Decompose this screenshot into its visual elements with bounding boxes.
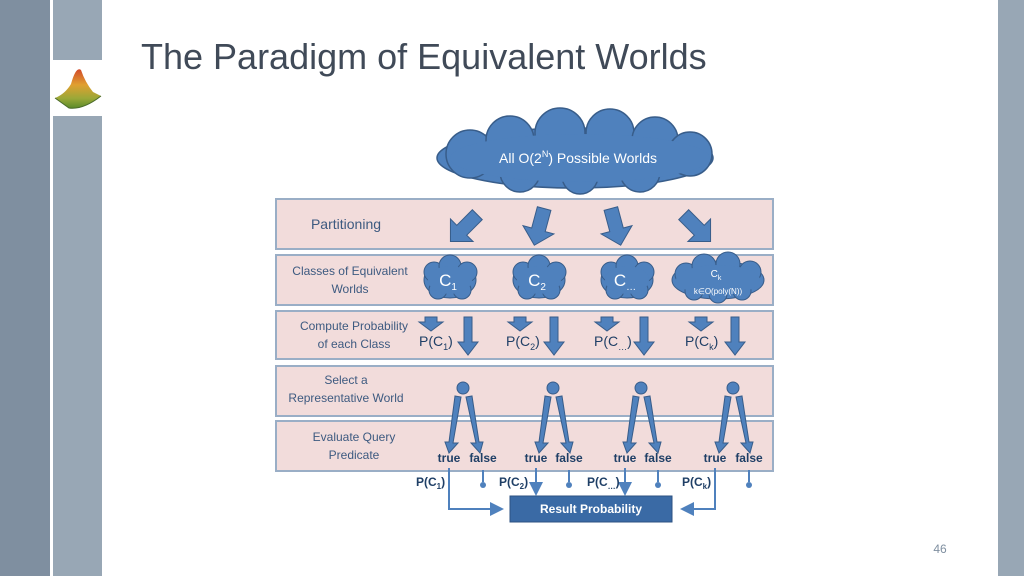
slide-title: The Paradigm of Equivalent Worlds	[141, 36, 707, 77]
class-cloud-3: C…	[600, 254, 655, 300]
result-label: Result Probability	[540, 502, 642, 516]
rep-world-dot-2	[546, 381, 560, 395]
false-label-2: false	[555, 451, 583, 465]
true-label-2: true	[525, 451, 548, 465]
rep-world-dot-3	[634, 381, 648, 395]
branch-false-arrow-1	[465, 395, 484, 455]
class-cloud-1: C1	[423, 254, 478, 300]
branch-true-arrow-1	[444, 395, 462, 454]
false-dot-3	[655, 482, 661, 488]
page-number: 46	[933, 542, 947, 556]
false-dot-1	[480, 482, 486, 488]
svg-text:Ck: Ck	[711, 269, 722, 282]
mountain-logo-icon	[54, 69, 102, 109]
small-down-arrow-4	[687, 316, 715, 332]
bottom-prob-4: P(Ck)	[682, 475, 711, 491]
label-select-line2: Representative World	[288, 391, 403, 405]
prob-label-2: P(C2)	[506, 333, 540, 352]
partition-arrow-1	[449, 209, 483, 243]
branch-false-arrow-3	[643, 395, 662, 455]
label-evaluate-line1: Evaluate Query	[313, 430, 396, 444]
svg-text:C2: C2	[528, 271, 546, 293]
top-cloud-text: All O(2N) Possible Worlds	[499, 149, 657, 166]
false-label-4: false	[735, 451, 763, 465]
svg-text:k∈O(poly(N)): k∈O(poly(N))	[694, 287, 743, 296]
band-select	[275, 365, 774, 417]
rep-world-dot-1	[456, 381, 470, 395]
label-classes-line1: Classes of Equivalent	[292, 264, 408, 278]
bracket-left	[448, 500, 504, 516]
bracket-right	[680, 500, 716, 516]
branch-false-arrow-2	[555, 395, 574, 455]
bottom-prob-1: P(C1)	[416, 475, 445, 491]
small-down-arrow-3	[593, 316, 621, 332]
sidebar-gap	[50, 0, 53, 576]
prob-label-4: P(Ck)	[685, 333, 718, 352]
small-down-arrow-2	[506, 316, 534, 332]
label-select-line1: Select a	[324, 373, 368, 387]
prob-label-3: P(C…)	[594, 333, 632, 352]
long-down-arrow-4	[723, 316, 747, 356]
rep-world-dot-4	[726, 381, 740, 395]
partition-arrow-4	[678, 209, 712, 243]
prob-label-1: P(C1)	[419, 333, 453, 352]
partition-arrow-3	[599, 206, 634, 246]
false-dot-4	[746, 482, 752, 488]
svg-text:C…: C…	[614, 271, 636, 293]
band-evaluate	[275, 420, 774, 472]
svg-text:C1: C1	[439, 271, 457, 293]
true-label-1: true	[438, 451, 461, 465]
class-cloud-k: Ck k∈O(poly(N))	[671, 251, 765, 304]
false-label-3: false	[644, 451, 672, 465]
small-down-arrow-1	[417, 316, 445, 332]
false-label-1: false	[469, 451, 497, 465]
partition-arrow-2	[521, 206, 556, 246]
mountain-logo	[53, 60, 102, 116]
label-classes-line2: Worlds	[331, 282, 368, 296]
result-box: Result Probability	[509, 495, 673, 523]
long-down-arrow-2	[542, 316, 566, 356]
long-down-arrow-1	[456, 316, 480, 356]
branch-true-arrow-3	[622, 395, 640, 454]
branch-false-arrow-4	[735, 395, 754, 455]
label-compute-line1: Compute Probability	[300, 319, 408, 333]
label-partitioning: Partitioning	[311, 216, 381, 232]
top-cloud: All O(2N) Possible Worlds	[436, 107, 714, 195]
label-compute-line2: of each Class	[318, 337, 391, 351]
label-evaluate-line2: Predicate	[329, 448, 380, 462]
false-dot-2	[566, 482, 572, 488]
bottom-prob-2: P(C2)	[499, 475, 528, 491]
branch-true-arrow-4	[714, 395, 732, 454]
long-down-arrow-3	[632, 316, 656, 356]
class-cloud-2: C2	[512, 254, 567, 300]
true-label-4: true	[704, 451, 727, 465]
true-label-3: true	[614, 451, 637, 465]
sidebar-outer-strip	[0, 0, 50, 576]
branch-true-arrow-2	[534, 395, 552, 454]
bottom-prob-3: P(C…)	[587, 475, 620, 491]
sidebar-right-strip	[998, 0, 1024, 576]
